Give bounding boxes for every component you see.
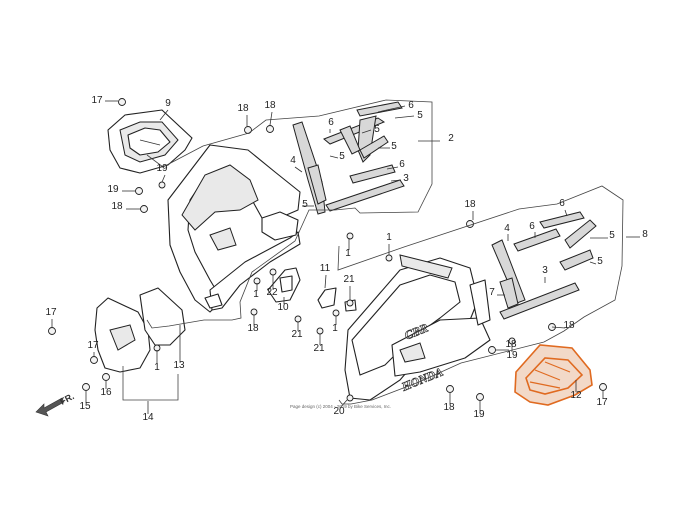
callout-21[interactable]: 21	[313, 343, 325, 354]
callout-19[interactable]: 19	[473, 409, 485, 420]
part-12-highlighted-duct[interactable]	[514, 344, 593, 406]
callout-6[interactable]: 6	[328, 117, 334, 128]
callout-5[interactable]: 5	[302, 199, 308, 210]
callout-14[interactable]: 14	[142, 412, 154, 423]
callout-3[interactable]: 3	[403, 173, 409, 184]
callout-15[interactable]: 15	[79, 401, 91, 412]
callout-3[interactable]: 3	[542, 265, 548, 276]
leader-line-1	[159, 109, 169, 121]
callout-1[interactable]: 1	[345, 248, 351, 259]
leader-line-11	[329, 155, 339, 159]
callout-4[interactable]: 4	[504, 223, 510, 234]
callout-21[interactable]: 21	[291, 329, 303, 340]
callout-17[interactable]: 17	[45, 307, 57, 318]
frame-outline-0	[146, 99, 433, 329]
callout-18[interactable]: 18	[443, 402, 455, 413]
callout-1[interactable]: 1	[332, 323, 338, 334]
callout-5[interactable]: 5	[391, 141, 397, 152]
leader-line-26	[589, 261, 597, 265]
callout-17[interactable]: 17	[91, 95, 103, 106]
callout-18[interactable]: 18	[264, 100, 276, 111]
leader-line-35	[551, 326, 566, 329]
callout-11[interactable]: 11	[320, 263, 331, 274]
leader-line-28	[324, 274, 327, 289]
part-10-bracket[interactable]	[267, 267, 301, 303]
frame-outline-1	[337, 185, 624, 405]
callout-2[interactable]: 2	[448, 133, 454, 144]
part-2-strip-set[interactable]	[292, 101, 405, 215]
callout-4[interactable]: 4	[290, 155, 296, 166]
callout-20[interactable]: 20	[333, 406, 345, 417]
callout-13[interactable]: 13	[173, 360, 185, 371]
callout-7[interactable]: 7	[489, 287, 495, 298]
callout-18[interactable]: 18	[563, 320, 575, 331]
leader-line-12	[386, 166, 399, 170]
callout-18[interactable]: 18	[237, 103, 249, 114]
copyright-text: Page design (c) 2004 - 2019 by Bike Serv…	[290, 404, 391, 409]
callout-19[interactable]: 19	[107, 184, 119, 195]
callout-18[interactable]: 18	[505, 339, 517, 350]
leader-line-14	[390, 179, 402, 182]
leader-line-20	[564, 209, 568, 217]
frame-lines	[122, 99, 624, 405]
leader-line-7	[361, 129, 372, 134]
callout-6[interactable]: 6	[529, 221, 535, 232]
front-direction-arrow: FR.	[35, 391, 76, 417]
callout-6[interactable]: 6	[408, 100, 414, 111]
upper-fairing[interactable]	[167, 144, 301, 313]
callout-18[interactable]: 18	[247, 323, 259, 334]
leader-line-3	[269, 111, 273, 126]
callout-17[interactable]: 17	[596, 397, 608, 408]
callout-19[interactable]: 19	[156, 163, 168, 174]
callout-6[interactable]: 6	[559, 198, 565, 209]
callout-1[interactable]: 1	[253, 289, 259, 300]
callout-16[interactable]: 16	[100, 387, 112, 398]
leader-lines	[51, 100, 640, 414]
callout-6[interactable]: 6	[399, 159, 405, 170]
callout-5[interactable]: 5	[374, 124, 380, 135]
callout-5[interactable]: 5	[417, 110, 423, 121]
callout-9[interactable]: 9	[165, 98, 171, 109]
part-13-side-panel[interactable]	[94, 287, 186, 373]
front-label: FR.	[58, 391, 75, 407]
lower-fairing[interactable]: HONDA CBR	[344, 254, 491, 401]
leader-line-5	[394, 115, 415, 119]
leader-line-50	[339, 399, 348, 409]
callout-5[interactable]: 5	[339, 151, 345, 162]
leader-line-4	[377, 105, 406, 113]
part-9-inner-panel[interactable]	[107, 109, 193, 174]
callout-1[interactable]: 1	[386, 232, 392, 243]
callout-5[interactable]: 5	[597, 256, 603, 267]
callout-10[interactable]: 10	[277, 302, 289, 313]
callout-18[interactable]: 18	[464, 199, 476, 210]
part-11-bracket[interactable]	[317, 287, 337, 309]
part-8-strip-set[interactable]	[491, 211, 597, 320]
callout-22[interactable]: 22	[266, 287, 278, 298]
callout-5[interactable]: 5	[609, 230, 615, 241]
callout-12[interactable]: 12	[570, 390, 582, 401]
callout-18[interactable]: 18	[111, 201, 123, 212]
callout-1[interactable]: 1	[154, 362, 160, 373]
leader-line-13	[161, 174, 166, 183]
leader-line-10	[294, 166, 303, 173]
callout-19[interactable]: 19	[506, 350, 518, 361]
callout-17[interactable]: 17	[87, 340, 99, 351]
callout-8[interactable]: 8	[642, 229, 648, 240]
frame-outline-2	[122, 366, 179, 401]
callout-21[interactable]: 21	[343, 274, 355, 285]
